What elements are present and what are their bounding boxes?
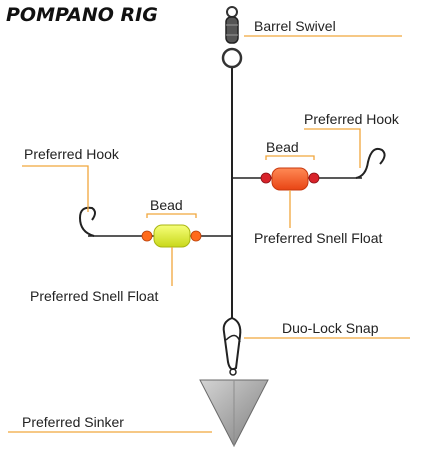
left-bead-right: [190, 230, 202, 242]
right-bead-right: [308, 172, 320, 184]
label-hook-right: Preferred Hook: [304, 111, 400, 127]
leader-lines: [8, 35, 410, 433]
label-bead-right: Bead: [266, 139, 299, 155]
label-float-right: Preferred Snell Float: [254, 230, 383, 246]
left-hook-icon: [78, 206, 96, 237]
page-title: POMPANO RIG: [6, 4, 158, 26]
label-hook-left: Preferred Hook: [24, 146, 120, 162]
left-bead-left: [141, 230, 153, 242]
barrel-swivel: [221, 6, 243, 69]
duo-lock-snap: [222, 317, 242, 376]
left-snell-float: [153, 224, 191, 248]
right-hook-icon: [355, 147, 386, 179]
label-bead-left: Bead: [150, 197, 183, 213]
label-snap: Duo-Lock Snap: [282, 320, 379, 336]
label-float-left: Preferred Snell Float: [30, 288, 159, 304]
right-snell-float: [271, 167, 309, 191]
label-barrel-swivel: Barrel Swivel: [254, 18, 336, 34]
right-branch: [232, 147, 386, 191]
left-branch: [78, 206, 232, 248]
right-bead-left: [260, 172, 272, 184]
label-sinker: Preferred Sinker: [22, 414, 124, 430]
